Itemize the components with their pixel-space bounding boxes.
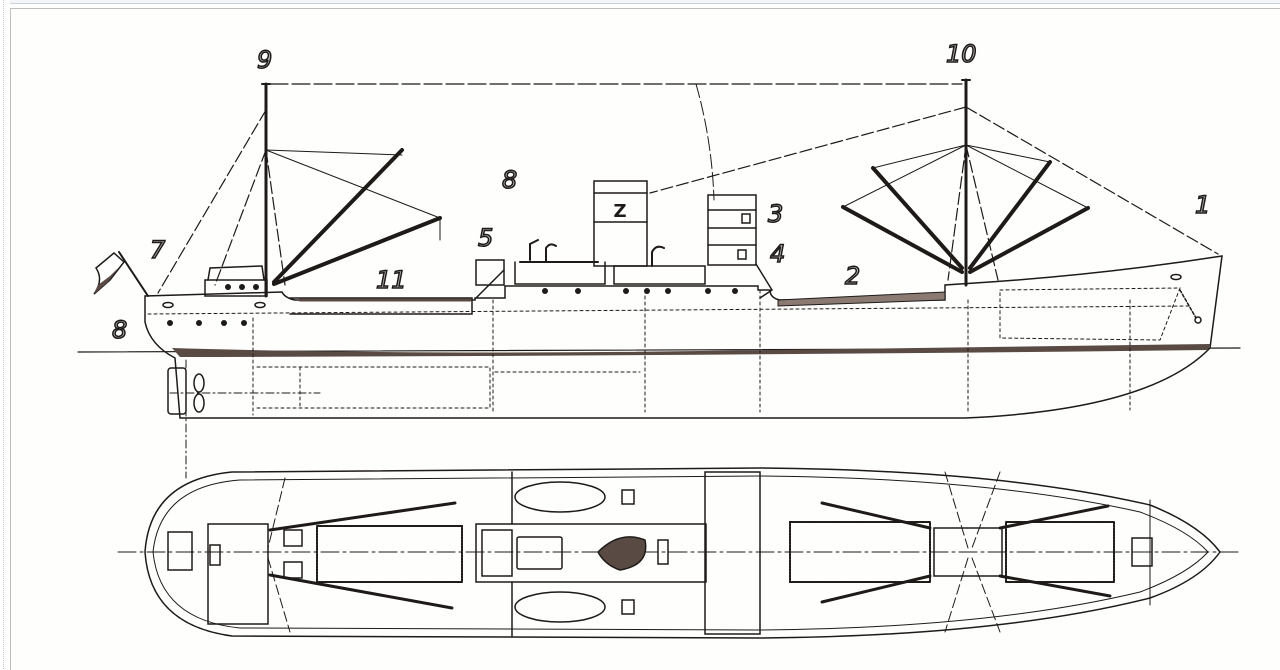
swing-lines [267, 471, 1001, 633]
propeller-blade [193, 393, 205, 413]
anchor [1194, 316, 1202, 324]
side-elevation: Z [77, 78, 1241, 479]
topping-lift [265, 149, 403, 156]
bulkheads [252, 287, 1181, 416]
flagstaff [118, 251, 149, 297]
plan-hatch-aft [316, 525, 463, 583]
vent [475, 269, 505, 299]
topping-lift [265, 149, 441, 219]
engine-skylight [481, 529, 513, 577]
vent [545, 243, 557, 263]
lifeboat [514, 591, 606, 623]
plan-derrick [998, 504, 1110, 530]
bridge [707, 194, 757, 266]
plan-derrick [820, 501, 932, 530]
vent [529, 239, 539, 261]
left-border [0, 0, 4, 669]
derrick [841, 205, 964, 274]
hull-outline [144, 255, 1223, 419]
hawse [162, 301, 174, 309]
deck-line [147, 305, 1191, 315]
plan-hull [144, 467, 1221, 639]
boat-deck [514, 261, 606, 285]
hawse [1170, 273, 1182, 281]
mast-house [933, 527, 1003, 577]
steering-gear [167, 531, 193, 571]
plan-hatch-fwd-1 [789, 521, 931, 583]
top-border [10, 0, 1280, 4]
plan-funnel [597, 536, 647, 571]
callout-1: 1 [1195, 191, 1210, 219]
topping-lift [965, 144, 1089, 209]
plan-superstructure [475, 523, 707, 583]
plan-hatch-fwd-2 [1005, 521, 1115, 583]
lifeboat [514, 481, 606, 513]
topping-lift [965, 144, 1051, 163]
propeller-blade [193, 373, 205, 393]
callout-8: 8 [112, 316, 127, 344]
winch [283, 529, 303, 547]
stay [265, 149, 286, 286]
derrick [968, 160, 1052, 270]
bridge-wing [755, 263, 774, 299]
derrick [272, 216, 442, 286]
topping-lift [872, 144, 967, 169]
stay [649, 106, 967, 194]
funnel [593, 180, 648, 267]
callout-9: 9 [257, 46, 272, 74]
hatch-small [209, 544, 221, 566]
stay [214, 149, 267, 286]
callout-6: 8 [502, 166, 517, 194]
davit-block [621, 489, 635, 505]
portholes [167, 284, 738, 326]
arc-line [695, 83, 715, 201]
winch-house [475, 259, 505, 286]
vent-box [657, 539, 669, 565]
derrick [871, 166, 964, 270]
topping-lift [842, 144, 967, 208]
callout-11: 11 [376, 266, 407, 294]
boot-topping [172, 344, 1210, 357]
poop-house [207, 523, 269, 625]
bridge-plan [704, 471, 761, 635]
window [741, 213, 751, 224]
callout-10: 10 [946, 40, 977, 68]
plan-derrick [820, 574, 932, 604]
derrick [968, 206, 1090, 274]
winch [283, 561, 303, 579]
aft-boat [207, 265, 265, 281]
callout-7: 7 [150, 236, 166, 264]
plan-derrick [268, 573, 454, 610]
funnel-emblem: Z [613, 201, 626, 222]
davit-block [621, 599, 635, 615]
anchor-chain [1179, 289, 1197, 319]
window [737, 249, 747, 260]
stay [157, 109, 267, 294]
plan-derrick [268, 501, 457, 532]
callout-5: 5 [478, 224, 493, 252]
forestay [965, 106, 1219, 255]
engine-casing [613, 265, 706, 285]
deck-plan [117, 467, 1241, 639]
callouts: 1 2 3 4 5 8 7 8 9 10 11 [111, 39, 1211, 345]
rudder [167, 367, 187, 415]
windlass [1131, 537, 1153, 567]
vent [651, 245, 665, 267]
flag-band [94, 268, 118, 294]
hawse [254, 301, 266, 309]
callout-3: 3 [768, 200, 783, 228]
hatch-aft [289, 297, 473, 315]
callout-4: 4 [770, 240, 785, 268]
skylight-grid [516, 536, 563, 570]
callout-2: 2 [845, 262, 860, 290]
plan-bulwark [152, 475, 1209, 631]
derrick [272, 148, 404, 284]
hatch-fwd [777, 291, 946, 307]
plan-derrick [998, 574, 1112, 598]
